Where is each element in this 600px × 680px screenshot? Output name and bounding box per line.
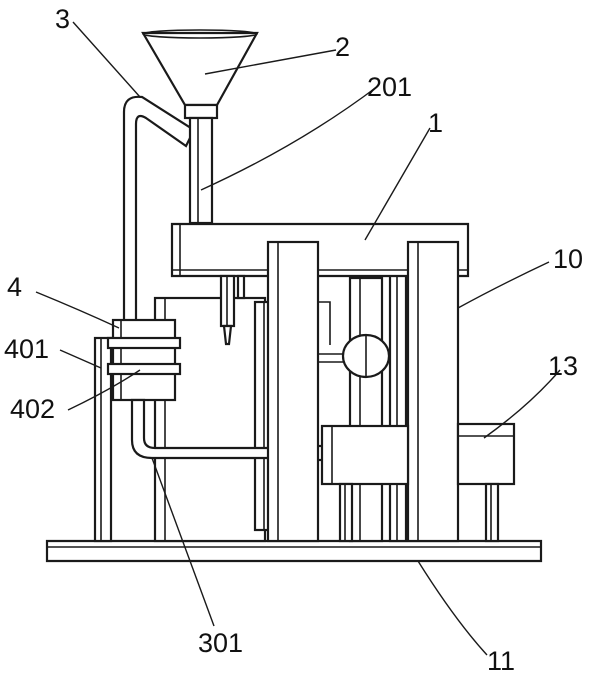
label-2: 2 — [335, 32, 350, 62]
label-402: 402 — [10, 394, 55, 424]
label-1: 1 — [428, 108, 443, 138]
column-left — [266, 240, 320, 543]
leader-3 — [72, 21, 141, 98]
leader-201 — [200, 85, 379, 191]
leader-402 — [67, 369, 141, 411]
pipe-3 — [122, 95, 196, 324]
leader-11 — [417, 560, 488, 656]
label-401: 401 — [4, 334, 49, 364]
nozzle — [219, 274, 246, 346]
label-201: 201 — [367, 72, 412, 102]
leader-301 — [151, 457, 215, 627]
label-301: 301 — [198, 628, 243, 658]
column-right — [406, 240, 460, 543]
label-4: 4 — [7, 272, 22, 302]
leader-4 — [35, 291, 120, 329]
leader-13 — [483, 369, 561, 439]
leader-401 — [59, 349, 102, 369]
base-plate — [45, 539, 543, 563]
valve-ball — [318, 333, 391, 379]
label-10: 10 — [553, 244, 583, 274]
label-3: 3 — [55, 4, 70, 34]
motor-box — [320, 422, 516, 543]
leader-2 — [204, 49, 337, 75]
label-11: 11 — [487, 646, 515, 676]
label-13: 13 — [548, 351, 578, 381]
leader-1 — [364, 127, 431, 241]
hopper — [141, 29, 259, 225]
guide-rods — [348, 270, 408, 543]
leader-10 — [457, 261, 550, 309]
reference-numerals: 3 2 201 1 10 4 13 401 402 301 11 — [4, 4, 583, 676]
left-support-post — [93, 336, 113, 543]
cylinder-4 — [106, 318, 182, 402]
leader-lines — [35, 21, 561, 656]
